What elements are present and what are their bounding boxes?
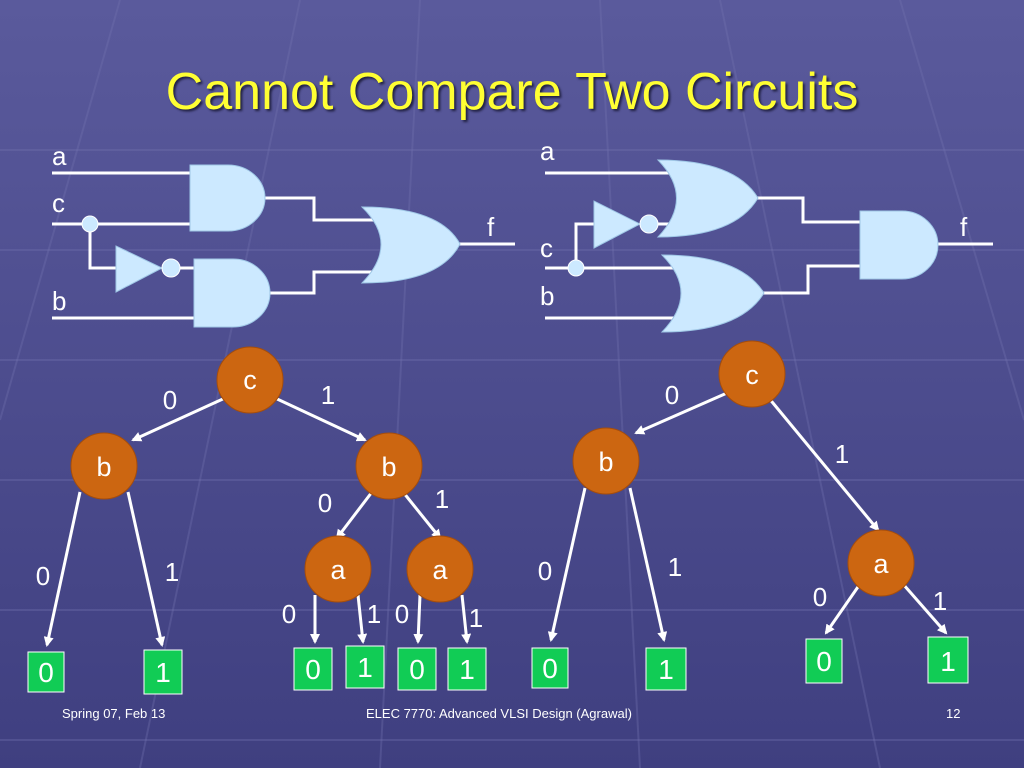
bdd-node-c xyxy=(718,340,786,408)
bdd-node-label: c xyxy=(745,360,759,390)
inverter-bubble-icon xyxy=(161,258,181,278)
input-label-b: b xyxy=(540,281,554,311)
bdd-edge xyxy=(126,491,166,647)
bdd-node-label: b xyxy=(381,452,396,482)
footer-date: Spring 07, Feb 13 xyxy=(62,706,166,721)
bdd-leaf xyxy=(27,651,65,693)
bdd-node-a xyxy=(304,535,372,603)
input-label-a: a xyxy=(52,141,67,171)
or-gate-icon xyxy=(660,254,765,333)
junction-dot xyxy=(81,215,99,233)
bdd-node-label: a xyxy=(873,549,889,579)
input-label-b: b xyxy=(52,286,66,316)
and-gate-icon xyxy=(859,210,939,280)
inverter-icon xyxy=(593,200,642,249)
inverter-icon xyxy=(115,245,164,293)
bdd-leaf xyxy=(397,647,437,691)
bdd-edge-label: 1 xyxy=(933,586,947,616)
bdd-leaf-label: 1 xyxy=(459,654,475,685)
bdd-edge-label: 0 xyxy=(282,599,296,629)
bdd-node-a xyxy=(406,535,474,603)
bdd-leaf xyxy=(143,649,183,695)
bdd-leaf-label: 0 xyxy=(816,646,832,677)
and-gate-icon xyxy=(193,258,271,328)
bdd-node-a xyxy=(847,529,915,597)
bdd-node-b xyxy=(572,427,640,495)
bdd-leaf xyxy=(447,647,487,691)
bdd-node-label: a xyxy=(432,555,448,585)
bdd-leaf xyxy=(927,636,969,684)
slide-title: Cannot Compare Two Circuits xyxy=(165,63,859,121)
bdd-edge-label: 1 xyxy=(165,557,179,587)
bdd-edge-label: 0 xyxy=(318,488,332,518)
bdd-leaf-label: 1 xyxy=(940,646,956,677)
bdd-leaf xyxy=(805,638,843,684)
bdd-edge-label: 0 xyxy=(163,385,177,415)
bdd-leaf-label: 0 xyxy=(542,653,558,684)
bdd-edge xyxy=(335,491,374,540)
bdd-edge-label: 0 xyxy=(813,582,827,612)
input-label-c: c xyxy=(540,233,553,263)
footer-course: ELEC 7770: Advanced VLSI Design (Agrawal… xyxy=(366,706,632,721)
bdd-edge xyxy=(43,491,82,647)
output-label-f: f xyxy=(960,212,968,242)
output-label-f: f xyxy=(487,212,495,242)
or-gate-icon xyxy=(656,159,759,238)
bdd-node-label: c xyxy=(243,365,257,395)
bdd-leaf-label: 1 xyxy=(357,652,373,683)
bdd-edge xyxy=(274,396,367,442)
bdd-edge xyxy=(901,583,948,635)
bdd-leaf xyxy=(531,647,569,689)
input-label-a: a xyxy=(540,136,555,166)
input-label-c: c xyxy=(52,188,65,218)
bdd-node-c xyxy=(216,346,284,414)
bdd-edge-label: 1 xyxy=(435,484,449,514)
bdd-edge xyxy=(824,583,862,635)
bdd-edge xyxy=(766,396,880,532)
bdd-leaf xyxy=(345,645,385,689)
bdd-edge xyxy=(628,487,668,642)
and-gate-icon xyxy=(189,164,266,232)
bdd-leaf-label: 1 xyxy=(155,657,171,688)
bdd-leaf-label: 0 xyxy=(305,654,321,685)
bdd-edge xyxy=(401,491,442,540)
bdd-edge-label: 1 xyxy=(668,552,682,582)
junction-dot xyxy=(567,259,585,277)
bdd-leaf-label: 1 xyxy=(658,654,674,685)
bdd-edge xyxy=(547,487,587,642)
bdd-node-label: b xyxy=(96,452,111,482)
bdd-edge xyxy=(634,391,728,435)
bdd-edge-label: 0 xyxy=(665,380,679,410)
bdd-edge xyxy=(131,396,226,442)
bdd-edge-label: 1 xyxy=(469,603,483,633)
bdd-node-b xyxy=(355,432,423,500)
bdd-edge-label: 1 xyxy=(835,439,849,469)
footer-page-number: 12 xyxy=(946,706,961,721)
bdd-leaf-label: 0 xyxy=(38,657,54,688)
bdd-leaf xyxy=(645,647,687,691)
bdd-edge-label: 0 xyxy=(36,561,50,591)
bdd-node-label: a xyxy=(330,555,346,585)
inverter-bubble-icon xyxy=(639,214,659,234)
bdd-node-b xyxy=(70,432,138,500)
bdd-edge-label: 1 xyxy=(321,380,335,410)
or-gate-icon xyxy=(360,206,461,284)
bdd-edge-label: 0 xyxy=(538,556,552,586)
bdd-leaf xyxy=(293,647,333,691)
bdd-edge xyxy=(460,594,472,644)
bdd-edge-label: 0 xyxy=(395,599,409,629)
bdd-leaf-label: 0 xyxy=(409,654,425,685)
bdd-edge-label: 1 xyxy=(367,599,381,629)
bdd-node-label: b xyxy=(598,447,613,477)
bdd-edge xyxy=(413,594,424,644)
bdd-edge xyxy=(356,594,368,644)
